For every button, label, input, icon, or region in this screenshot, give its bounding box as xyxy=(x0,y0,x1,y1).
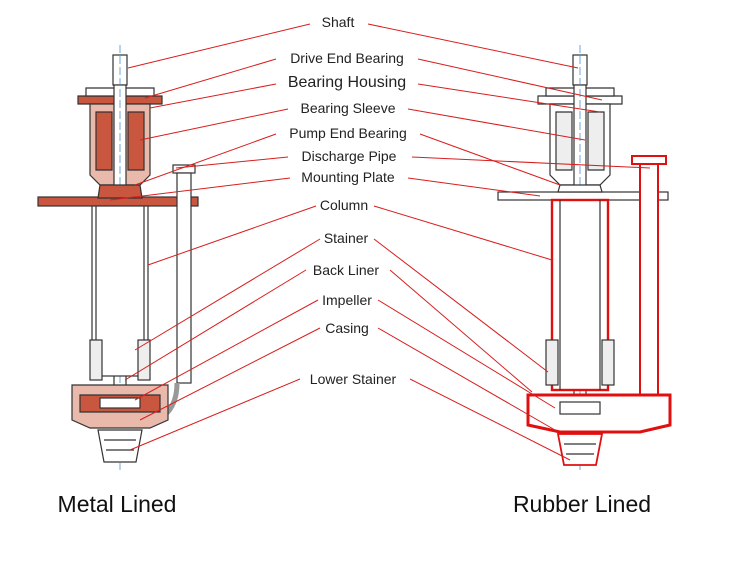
leader-left-0 xyxy=(127,23,311,69)
label-discharge-pipe: Discharge Pipe xyxy=(301,148,397,164)
leader-left-8 xyxy=(134,238,321,351)
leader-right-4 xyxy=(419,133,561,186)
leader-left-3 xyxy=(139,108,289,141)
leader-right-2 xyxy=(417,83,601,113)
leader-left-7 xyxy=(147,205,317,266)
leader-right-11 xyxy=(377,327,556,431)
leader-right-6 xyxy=(407,177,541,197)
rubber-lined-pump xyxy=(497,45,672,470)
label-bearing-sleeve: Bearing Sleeve xyxy=(300,100,396,116)
leader-right-10 xyxy=(377,299,556,409)
metal-lined-pump xyxy=(37,45,199,470)
leader-left-9 xyxy=(124,269,307,381)
leader-left-11 xyxy=(139,327,321,421)
leader-right-12 xyxy=(409,378,571,461)
leader-left-10 xyxy=(134,299,319,401)
caption-metal-lined: Metal Lined xyxy=(57,491,177,517)
leader-left-4 xyxy=(134,133,277,186)
label-mounting-plate: Mounting Plate xyxy=(301,169,395,185)
leader-right-5 xyxy=(411,156,651,169)
caption-rubber-lined: Rubber Lined xyxy=(512,491,652,517)
leader-lines xyxy=(109,23,651,461)
label-drive-end-bearing: Drive End Bearing xyxy=(290,50,404,66)
label-bearing-housing: Bearing Housing xyxy=(287,74,407,91)
label-shaft: Shaft xyxy=(321,14,355,30)
leader-left-5 xyxy=(175,156,289,169)
leader-right-9 xyxy=(389,269,533,393)
label-column: Column xyxy=(319,197,369,213)
label-impeller: Impeller xyxy=(322,292,372,308)
leader-right-0 xyxy=(367,23,579,69)
label-back-liner: Back Liner xyxy=(312,262,380,278)
leader-left-1 xyxy=(144,58,277,99)
leader-right-1 xyxy=(417,58,603,101)
leader-left-2 xyxy=(149,83,277,109)
label-stainer: Stainer xyxy=(323,230,369,246)
leader-left-6 xyxy=(109,177,291,201)
label-casing: Casing xyxy=(325,320,369,336)
leader-left-12 xyxy=(129,378,301,451)
leader-right-7 xyxy=(373,205,553,261)
leader-right-3 xyxy=(407,108,586,141)
label-pump-end-bearing: Pump End Bearing xyxy=(289,125,407,141)
label-lower-stainer: Lower Stainer xyxy=(309,371,397,387)
leader-right-8 xyxy=(373,238,549,373)
